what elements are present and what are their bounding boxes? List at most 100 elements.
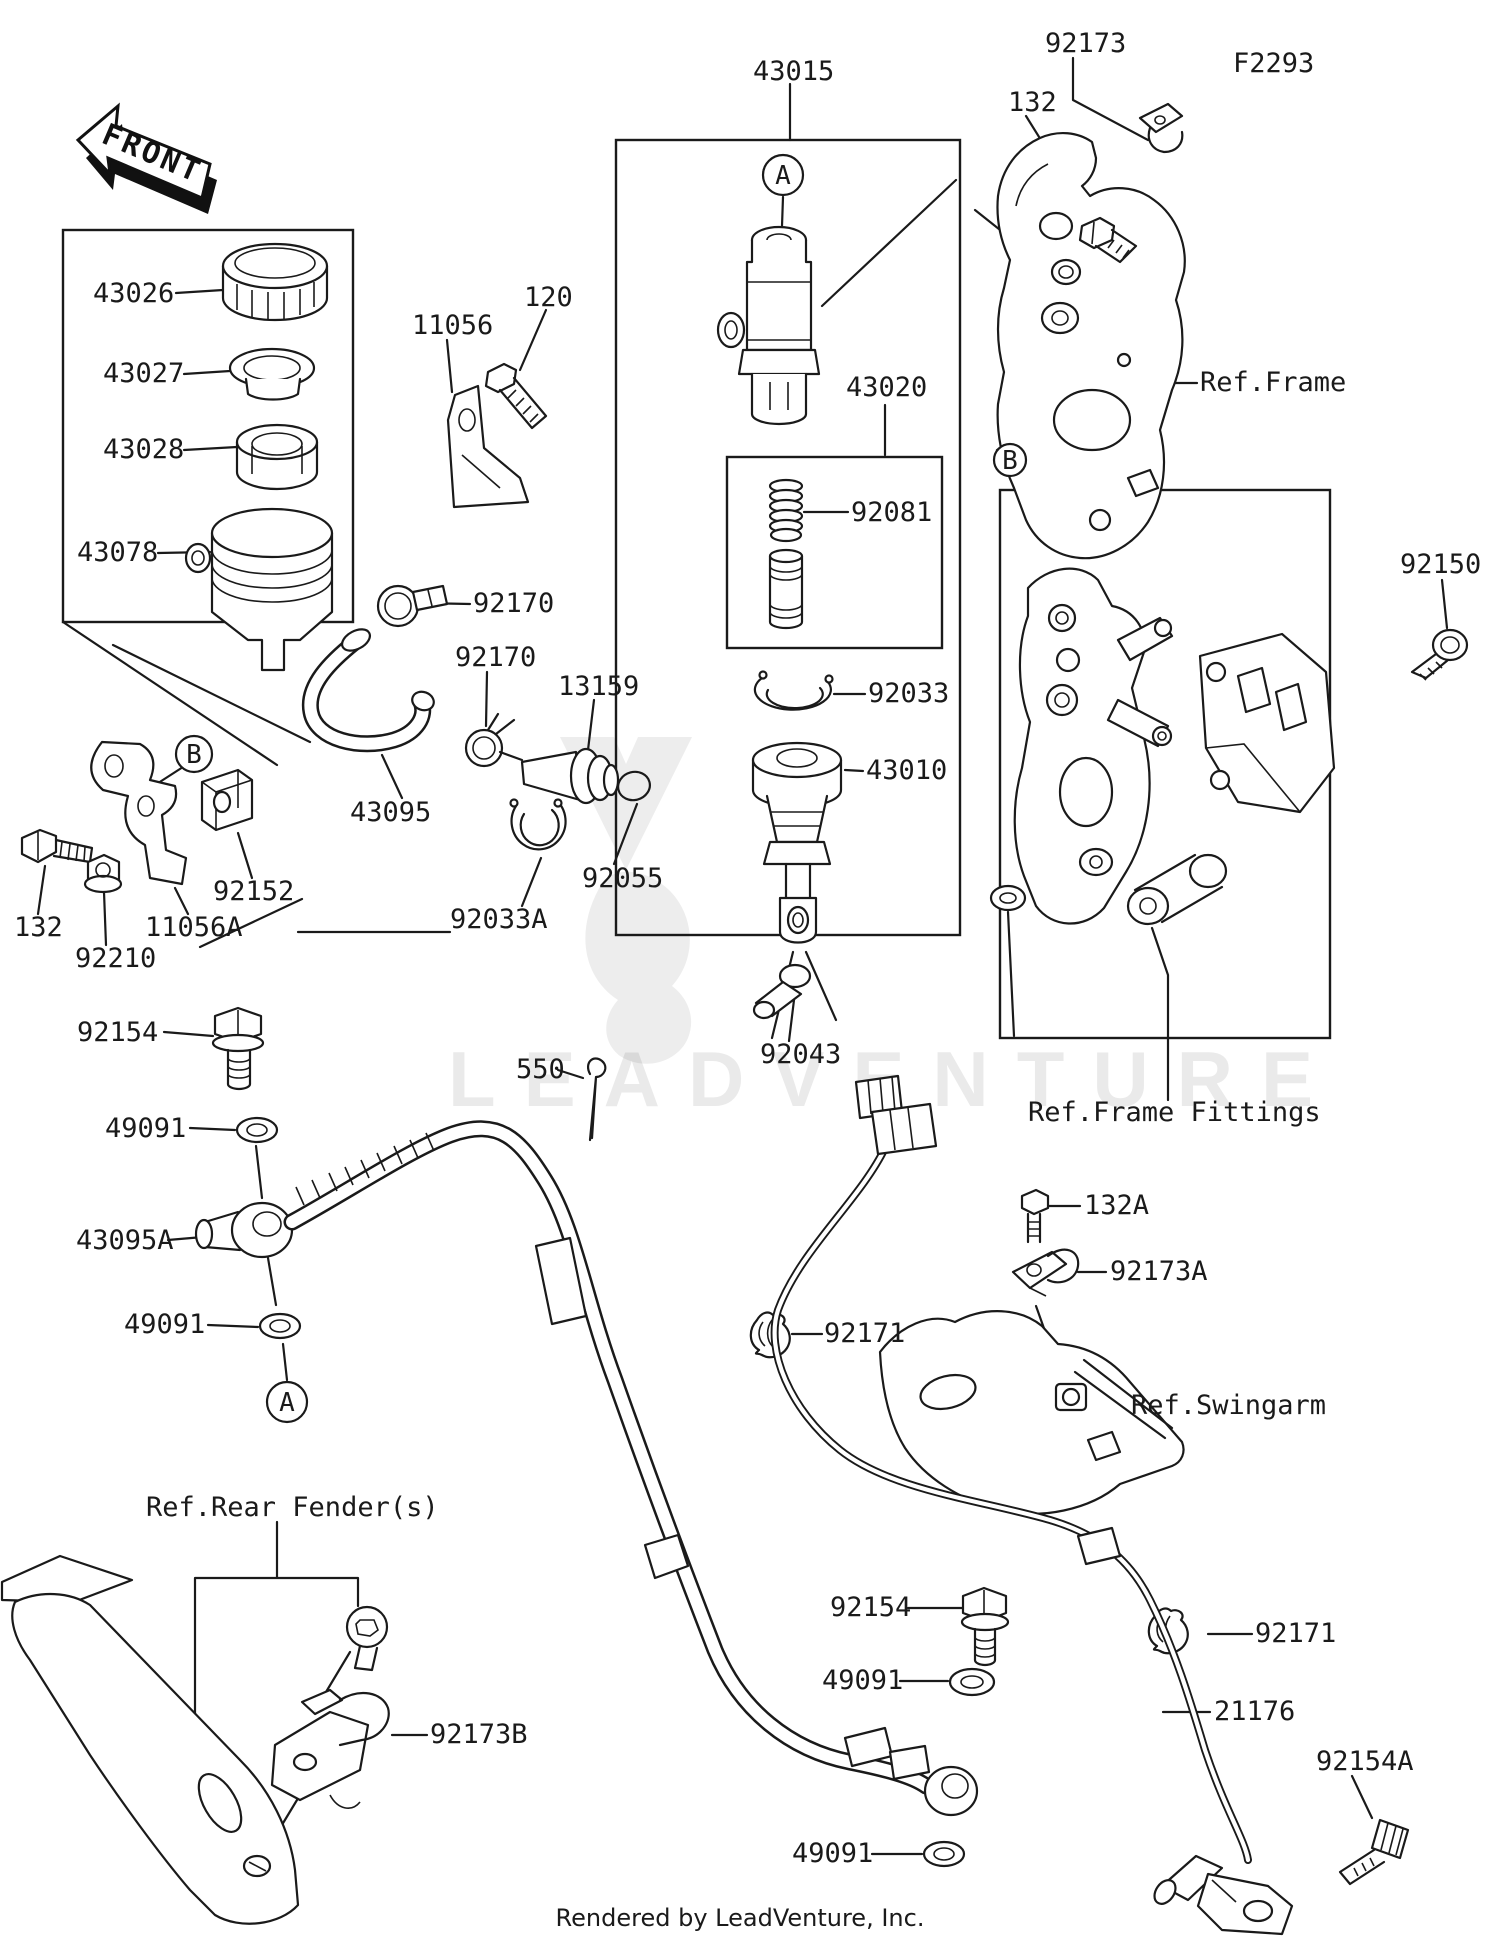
sensor-screw-part	[1338, 1818, 1410, 1886]
flange-nut-part	[83, 853, 123, 894]
washer-4-part	[922, 1840, 966, 1868]
part-label-49091-1: 49091	[105, 1113, 186, 1144]
part-label-92154a: 92154A	[1316, 1746, 1414, 1777]
washer-2-part	[258, 1312, 302, 1340]
leader-lines	[36, 56, 1449, 1860]
part-label-92033: 92033	[868, 678, 949, 709]
footer-credit: Rendered by LeadVenture, Inc.	[556, 1904, 925, 1932]
part-label-92154-lower: 92154	[830, 1592, 911, 1623]
part-label-92081: 92081	[851, 497, 932, 528]
circlip-a-part	[509, 798, 567, 851]
callout-circle-b-left: B	[174, 734, 214, 774]
frame-reference-part	[996, 132, 1186, 560]
figure-code: F2293	[1233, 48, 1314, 79]
pivot-washer-part	[989, 884, 1027, 912]
part-label-49091-2: 49091	[124, 1309, 205, 1340]
ref-label-frame-fittings: Ref.Frame Fittings	[1028, 1097, 1321, 1128]
part-label-13159: 13159	[558, 671, 639, 702]
part-label-92173: 92173	[1045, 28, 1126, 59]
fender-clamp-part	[270, 1688, 390, 1809]
part-label-11056a: 11056A	[145, 912, 243, 943]
part-label-92150: 92150	[1400, 549, 1481, 580]
piston-kit-box	[725, 455, 944, 650]
reservoir-cap-part	[221, 242, 329, 322]
mount-bolt-part	[1410, 628, 1469, 681]
part-label-21176: 21176	[1214, 1696, 1295, 1727]
clevis-pin-part	[752, 963, 812, 1020]
part-label-92055: 92055	[582, 863, 663, 894]
swingarm-bolt-part	[1020, 1188, 1050, 1244]
part-label-92170-a: 92170	[473, 588, 554, 619]
circlip-part	[753, 670, 834, 711]
swingarm-reference-part	[878, 1310, 1185, 1515]
frame-clamp-bolt-part	[1078, 216, 1138, 264]
ref-label-swingarm: Ref.Swingarm	[1131, 1390, 1326, 1421]
bracket-bolt-part	[20, 828, 94, 864]
callout-circle-b-right: B	[992, 442, 1028, 478]
rear-fender-reference-part	[0, 1554, 300, 1925]
part-label-92173b: 92173B	[430, 1719, 528, 1750]
part-label-49091-4: 49091	[792, 1838, 873, 1869]
part-label-92173a: 92173A	[1110, 1256, 1208, 1287]
callout-letter: A	[279, 1388, 295, 1418]
part-label-120: 120	[524, 282, 573, 313]
diaphragm-cup-part	[235, 423, 319, 491]
part-label-11056: 11056	[412, 310, 493, 341]
reservoir-group-box	[61, 228, 355, 624]
part-label-550: 550	[516, 1054, 565, 1085]
swingarm-clamp-part	[1011, 1248, 1080, 1297]
part-label-43015: 43015	[753, 56, 834, 87]
part-label-132-top: 132	[1008, 87, 1057, 118]
cylinder-bracket-part	[90, 740, 188, 886]
reservoir-bolt-part	[484, 362, 548, 430]
banjo-bolt-lower-part	[960, 1586, 1010, 1667]
callout-circle-a-bottom: A	[265, 1380, 309, 1424]
hose-clamp-1-part	[376, 584, 449, 628]
reservoir-bracket-part	[446, 384, 530, 509]
abs-sensor-cable-part	[770, 1074, 1252, 1864]
callout-circle-a-top: A	[761, 153, 805, 197]
washer-1-part	[235, 1116, 279, 1144]
master-cylinder-part	[716, 225, 821, 426]
piston-spring-part	[768, 478, 804, 543]
callout-letter: B	[1002, 446, 1018, 476]
part-label-92170-b: 92170	[455, 642, 536, 673]
part-label-43027: 43027	[103, 358, 184, 389]
watermark-flame-icon	[585, 871, 692, 1064]
part-label-43010: 43010	[866, 755, 947, 786]
ref-label-rear-fender: Ref.Rear Fender(s)	[146, 1492, 439, 1523]
callout-letter: B	[186, 740, 202, 770]
hose-clamp-2-part	[464, 712, 524, 768]
hose-spring-guard	[295, 1132, 435, 1206]
callout-letter: A	[775, 161, 791, 191]
frame-hose-clamp-part	[1138, 102, 1184, 154]
damper-part	[200, 768, 254, 832]
cable-clamp-1-part	[749, 1311, 791, 1359]
part-label-43026: 43026	[93, 278, 174, 309]
diaphragm-plate-part	[228, 347, 316, 401]
part-label-49091-3: 49091	[822, 1665, 903, 1696]
hose-joint-part	[520, 747, 620, 805]
part-label-92033a: 92033A	[450, 904, 548, 935]
part-label-92152: 92152	[213, 876, 294, 907]
fender-socket-bolt-part	[345, 1605, 389, 1672]
brake-hose-part	[283, 1120, 935, 1795]
hose-end-banjo-part	[923, 1765, 979, 1817]
part-label-92043: 92043	[760, 1039, 841, 1070]
part-label-132-left: 132	[14, 912, 63, 943]
part-label-43095a: 43095A	[76, 1225, 174, 1256]
part-label-43095: 43095	[350, 797, 431, 828]
abs-sensor-part	[1153, 1854, 1294, 1936]
mount-bracket-part	[1198, 632, 1336, 814]
push-rod-part	[751, 741, 843, 944]
o-ring-part	[617, 770, 651, 802]
cotter-pin-part	[586, 1057, 607, 1142]
hose-joint-banjo-part	[194, 1201, 294, 1259]
part-label-92171-a: 92171	[824, 1318, 905, 1349]
part-label-43020: 43020	[846, 372, 927, 403]
ref-label-frame: Ref.Frame	[1200, 367, 1346, 398]
part-label-92210: 92210	[75, 943, 156, 974]
piston-part	[768, 548, 804, 630]
